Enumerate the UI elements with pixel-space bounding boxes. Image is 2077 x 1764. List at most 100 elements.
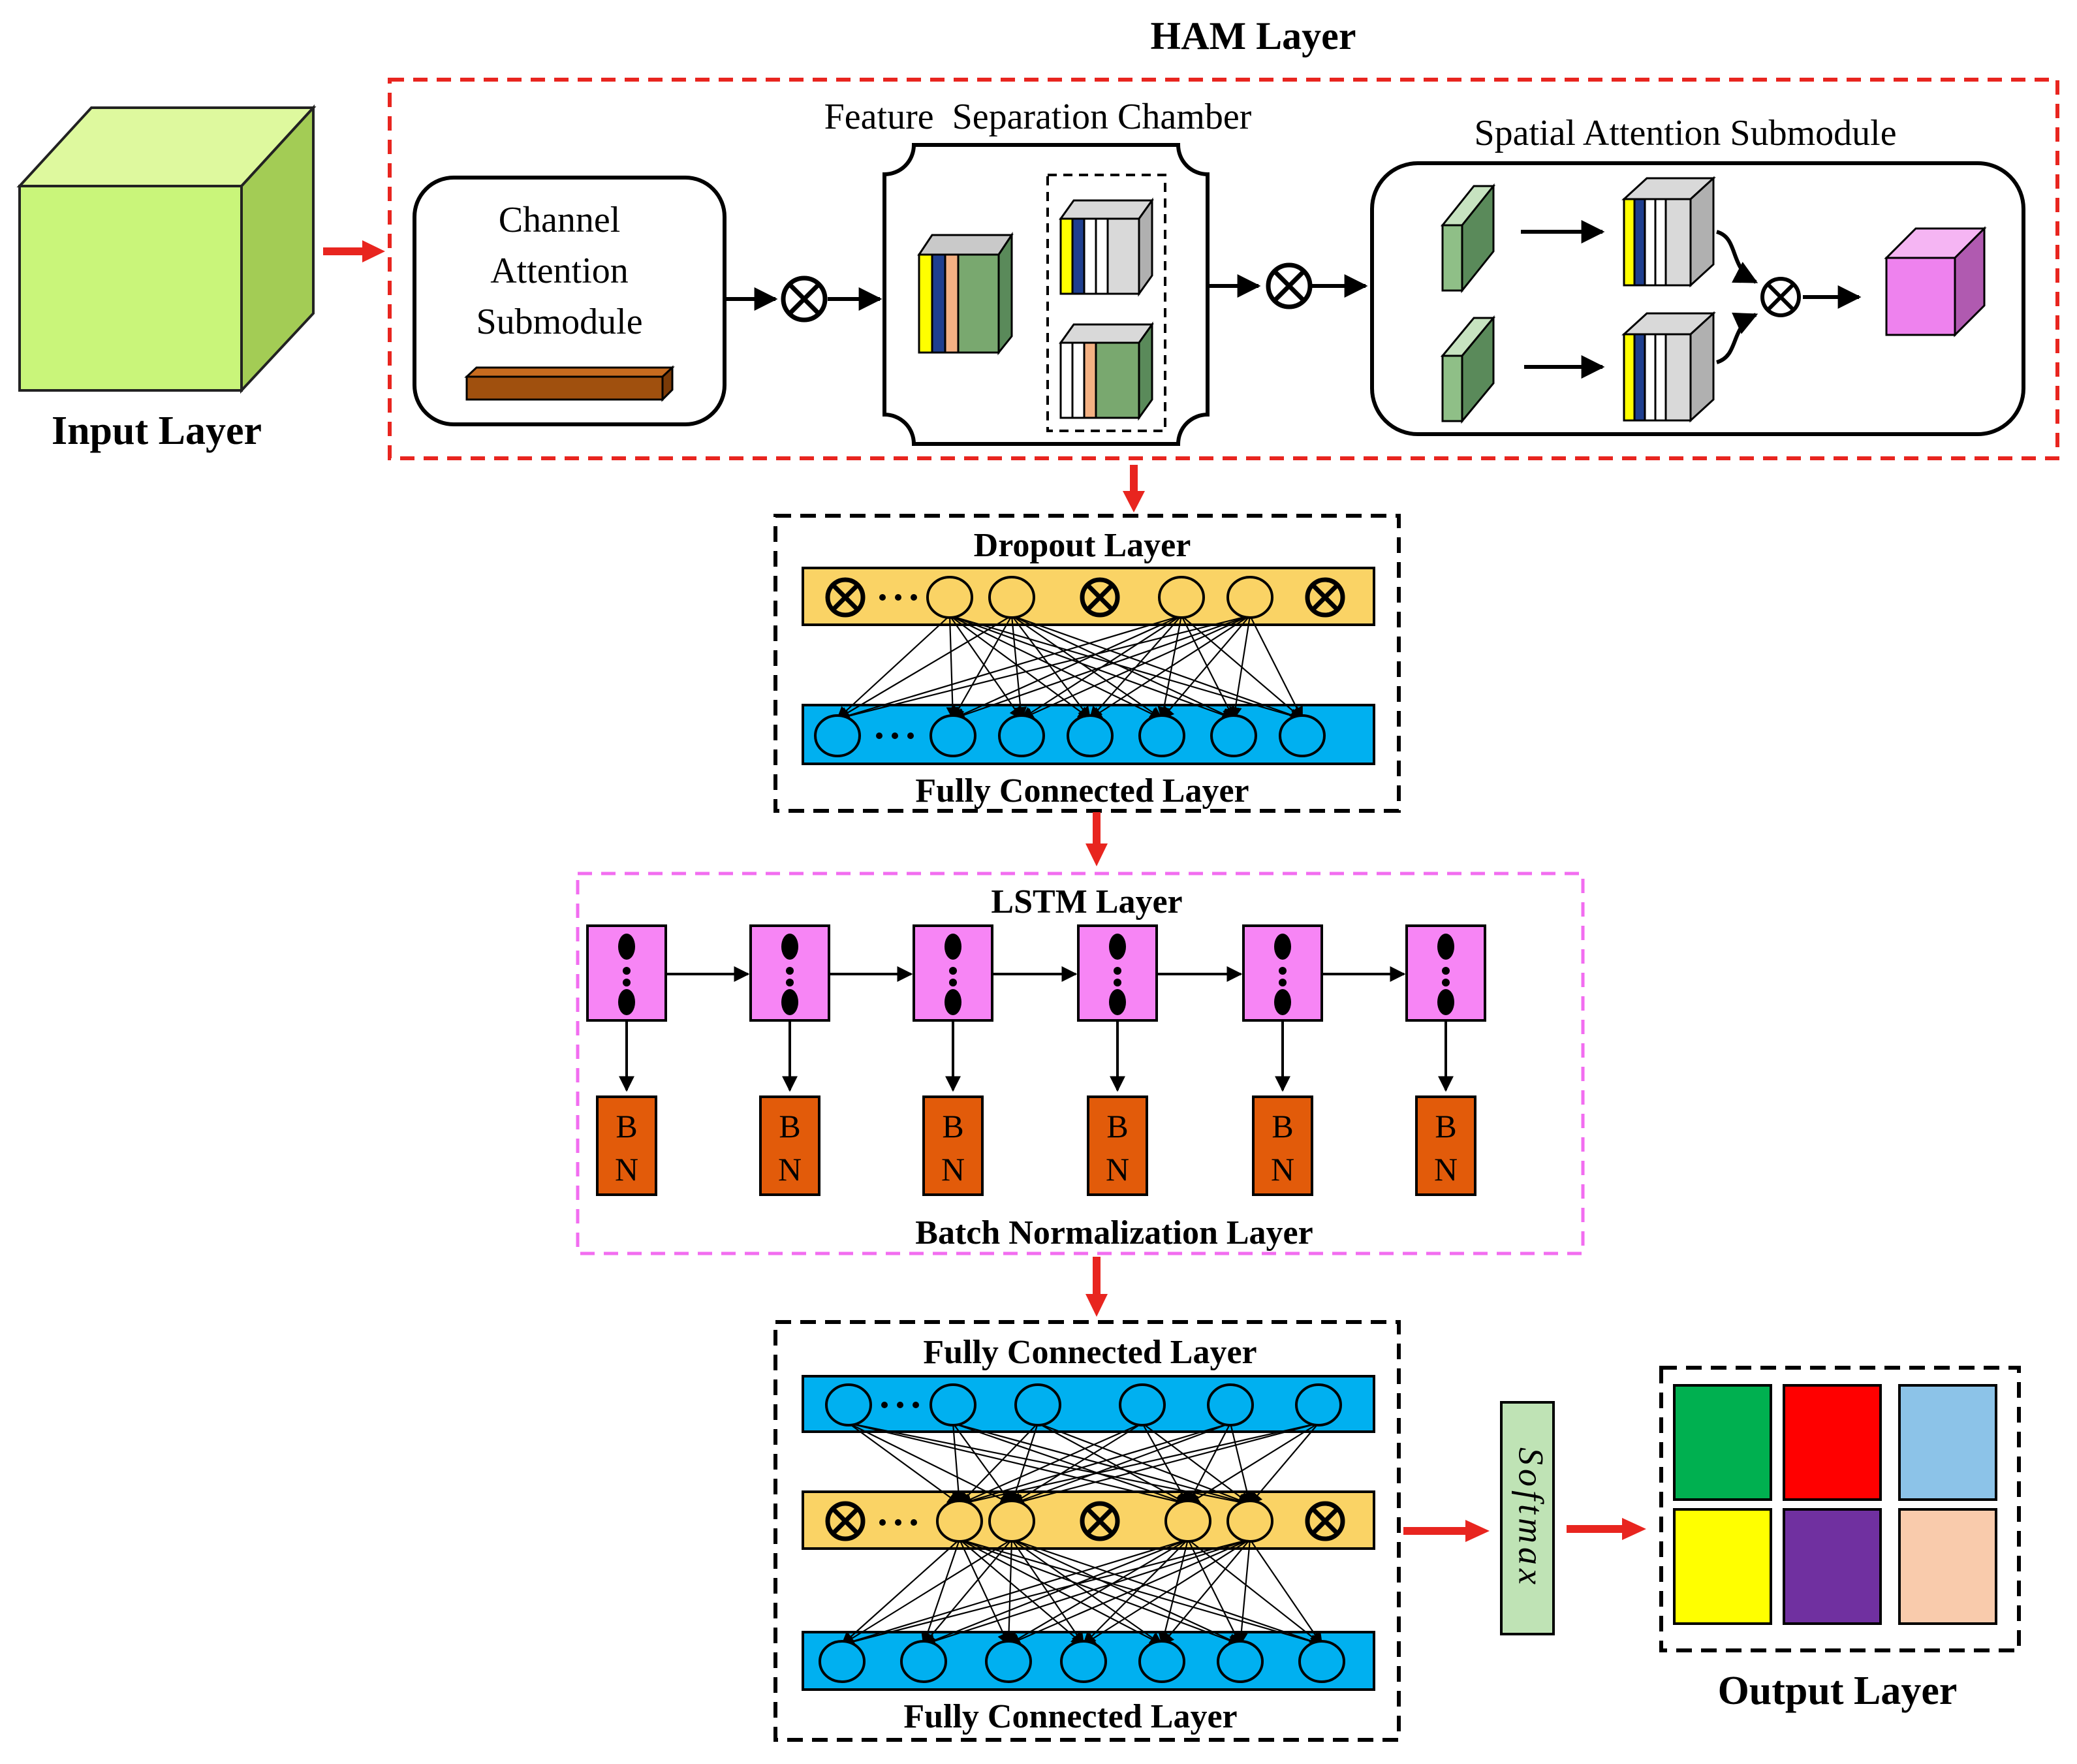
fc-neuron xyxy=(1298,1640,1345,1683)
ham-layer-frame xyxy=(388,78,2059,460)
separation-lower-stack xyxy=(1059,321,1154,421)
fc-connection xyxy=(959,1539,1010,1646)
fc-block-frame xyxy=(773,1320,1401,1742)
bn-cell-letter: B xyxy=(942,1108,963,1144)
dropout-connection xyxy=(952,615,1012,720)
fc-neuron xyxy=(1060,1640,1107,1683)
fc-top-bar xyxy=(802,1375,1375,1433)
fc-connection xyxy=(1002,1539,1016,1646)
bn-cell xyxy=(1087,1095,1148,1196)
fc-connection xyxy=(959,1539,1085,1646)
fc-connection xyxy=(1037,1422,1251,1506)
fc-connection xyxy=(1082,1539,1189,1646)
lstm-unit: BN xyxy=(1242,924,1406,1196)
output-frame xyxy=(1659,1366,2021,1652)
fc-neuron xyxy=(900,1640,947,1683)
dropped-neuron-icon xyxy=(1080,577,1120,618)
fc-connection xyxy=(959,1538,1242,1647)
fc-connection xyxy=(952,1422,1251,1507)
fc-bottom-nodes xyxy=(819,1640,1345,1683)
dropout-active-neuron xyxy=(988,576,1035,619)
dropout-connection xyxy=(1010,615,1027,720)
bn-cell-letter: N xyxy=(941,1151,965,1188)
bn-cell xyxy=(1252,1095,1313,1196)
output-class-grid xyxy=(1673,1384,1997,1625)
lstm-unit: BN xyxy=(586,924,750,1196)
multiply-icon xyxy=(1760,277,1801,317)
fc-connection xyxy=(958,1422,1231,1507)
dropout-active-neuron xyxy=(1164,1500,1211,1543)
fc-neuron xyxy=(825,1383,872,1426)
fc-connection xyxy=(921,1539,961,1646)
separation-upper-stack xyxy=(1059,197,1154,297)
bn-cell-letter: N xyxy=(1271,1151,1294,1188)
fc-top-nodes xyxy=(825,1383,1342,1426)
dropout-connection xyxy=(836,615,1012,720)
dropout-connection xyxy=(1011,615,1091,720)
bn-cell-letter: B xyxy=(1106,1108,1128,1144)
lstm-unit: BN xyxy=(1077,924,1243,1196)
input-layer-label: Input Layer xyxy=(52,409,262,453)
dropout-active-neuron xyxy=(988,1500,1035,1543)
lstm-layer-label: LSTM Layer xyxy=(991,883,1182,921)
dropped-neuron-icon xyxy=(1305,577,1345,618)
fc-neuron xyxy=(1210,714,1257,757)
input-cube xyxy=(16,104,317,394)
fc-neuron xyxy=(1279,714,1326,757)
fc-connection xyxy=(1007,1538,1251,1646)
bn-cell xyxy=(759,1095,820,1196)
fc-connection xyxy=(958,1423,1038,1505)
bn-cell-letter: N xyxy=(778,1151,802,1188)
lstm-to-fc-arrow xyxy=(1085,1257,1108,1317)
bn-cell-letter: N xyxy=(615,1151,638,1188)
fc-top-ellipsis xyxy=(881,1402,919,1408)
dropout-connection xyxy=(836,614,1251,723)
fc-connection xyxy=(1187,1539,1323,1646)
softmax-box xyxy=(1500,1401,1555,1635)
fc-neuron xyxy=(819,1640,866,1683)
dropout-connection xyxy=(1249,615,1303,720)
fc-block-top-label: Fully Connected Layer xyxy=(923,1334,1257,1371)
bn-layer-label: Batch Normalization Layer xyxy=(915,1214,1313,1252)
curve-upper-to-multiply xyxy=(1715,230,1758,284)
dropout-fc-label: Fully Connected Layer xyxy=(915,772,1249,810)
fc-connection xyxy=(922,1538,1189,1646)
fc-block-bottom-label: Fully Connected Layer xyxy=(903,1698,1237,1735)
dropped-neuron-icon xyxy=(1080,1501,1120,1541)
dropout-layer-label: Dropout Layer xyxy=(974,527,1191,564)
softmax-label: Softmax xyxy=(1512,1447,1551,1588)
output-layer-label: Output Layer xyxy=(1718,1669,1958,1713)
dropout-connection xyxy=(1229,615,1251,720)
fc-connection xyxy=(1161,1539,1251,1646)
fc-connection xyxy=(959,1538,1323,1648)
dropout-active-neuron xyxy=(936,1500,983,1543)
output-class-cell xyxy=(1898,1508,1997,1625)
dropout-connection xyxy=(1181,615,1234,720)
fc-ellipsis xyxy=(876,732,914,739)
fc-connection xyxy=(848,1422,1189,1508)
spatial-lower-stack xyxy=(1621,311,1716,423)
fc-dropout-ellipsis xyxy=(879,1519,917,1526)
fc-neuron xyxy=(1217,1640,1264,1683)
lstm-unit: BN xyxy=(749,924,913,1196)
bn-cell-letter: N xyxy=(1434,1151,1458,1188)
channel-attention-line3: Submodule xyxy=(476,302,642,342)
dropout-connection xyxy=(952,614,1251,721)
dropout-connection xyxy=(1157,615,1183,720)
spatial-map-lower xyxy=(1440,315,1496,424)
fc-connection xyxy=(1187,1423,1231,1505)
dropout-bar xyxy=(802,567,1375,626)
fc-connection xyxy=(1249,1539,1323,1646)
fc-nodes xyxy=(814,714,1326,757)
dropout-connection xyxy=(952,614,1182,720)
lstm-unit: BN xyxy=(913,924,1078,1196)
dropout-ellipsis xyxy=(879,594,917,601)
dropout-connection xyxy=(946,615,960,720)
fc-connection xyxy=(1010,1422,1231,1507)
fc-neuron xyxy=(1014,1383,1061,1426)
fc-connection xyxy=(922,1539,1012,1646)
bn-cell xyxy=(596,1095,657,1196)
dropout-active-neuron xyxy=(1158,576,1205,619)
dropout-connection xyxy=(1011,615,1163,720)
